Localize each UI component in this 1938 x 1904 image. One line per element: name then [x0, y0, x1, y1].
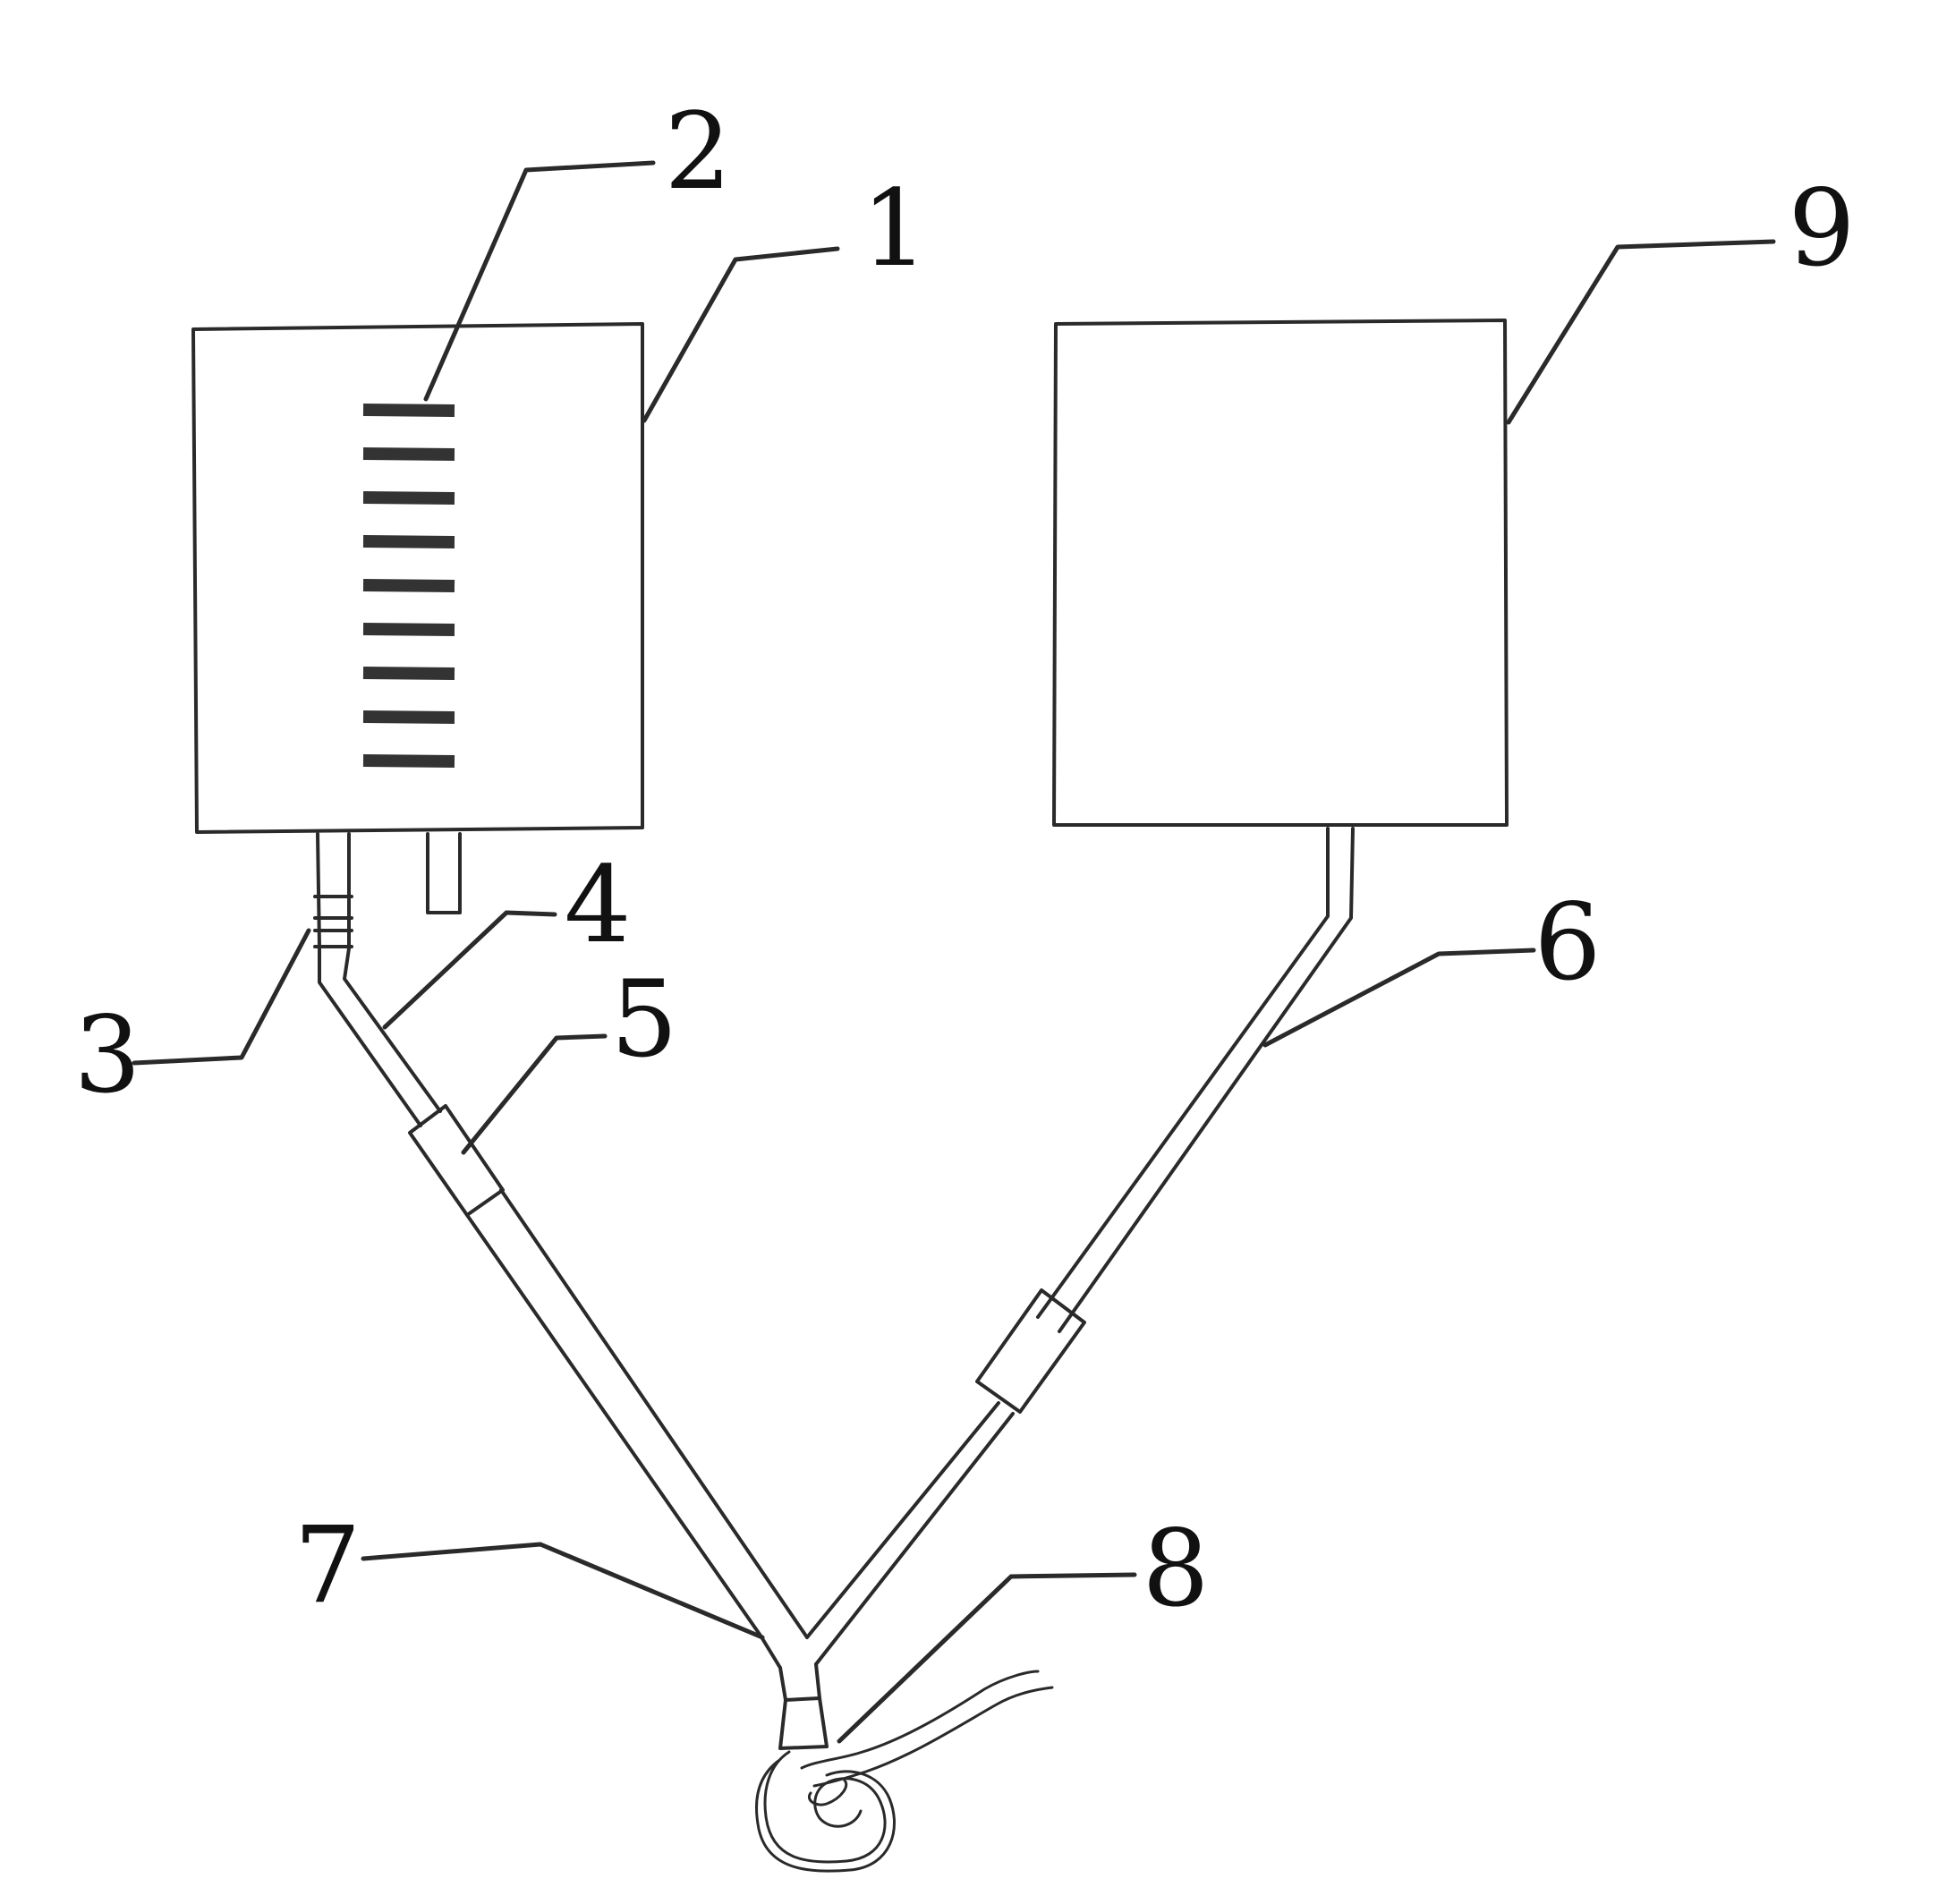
- callout-5: 5: [610, 957, 677, 1081]
- scale-tick: [362, 404, 455, 417]
- callout-1: 1: [861, 166, 928, 290]
- right-fluid-bag: [1052, 319, 1509, 827]
- callout-numbers: 1 2 3 4 5 6 7 8 9: [73, 89, 1855, 1630]
- leader-1: [642, 246, 840, 423]
- callout-4: 4: [564, 843, 631, 966]
- graduated-scale: [362, 404, 455, 768]
- leader-5: [461, 1033, 608, 1155]
- callout-2: 2: [664, 89, 731, 213]
- left-bag-outlet-port: [313, 832, 353, 948]
- callout-8: 8: [1142, 1507, 1209, 1630]
- callout-6: 6: [1534, 880, 1601, 1004]
- y-connector: [778, 1662, 829, 1750]
- leader-8: [837, 1572, 1137, 1744]
- scale-tick: [362, 667, 455, 680]
- scale-tick: [362, 710, 455, 724]
- scale-tick: [362, 491, 455, 505]
- leader-9: [1506, 239, 1776, 425]
- scale-tick: [362, 579, 455, 592]
- leader-2: [423, 160, 656, 402]
- scale-tick: [362, 535, 455, 548]
- callout-9: 9: [1788, 166, 1855, 290]
- callout-7: 7: [293, 1503, 361, 1627]
- leader-lines: [132, 160, 1776, 1744]
- right-flow-clamp: [975, 1288, 1086, 1414]
- scale-tick: [362, 447, 455, 461]
- leader-4: [382, 910, 557, 1030]
- left-tube: [318, 947, 809, 1670]
- callout-3: 3: [73, 993, 140, 1117]
- leader-3: [132, 928, 311, 1066]
- left-fluid-bag: [191, 322, 644, 834]
- leader-7: [361, 1542, 765, 1640]
- catheter-coil: [755, 1670, 1054, 1873]
- left-bag-secondary-port: [426, 832, 462, 914]
- leader-6: [1262, 948, 1536, 1048]
- scale-tick: [362, 623, 455, 636]
- left-flow-clamp: [408, 1104, 505, 1217]
- right-tube: [805, 827, 1355, 1666]
